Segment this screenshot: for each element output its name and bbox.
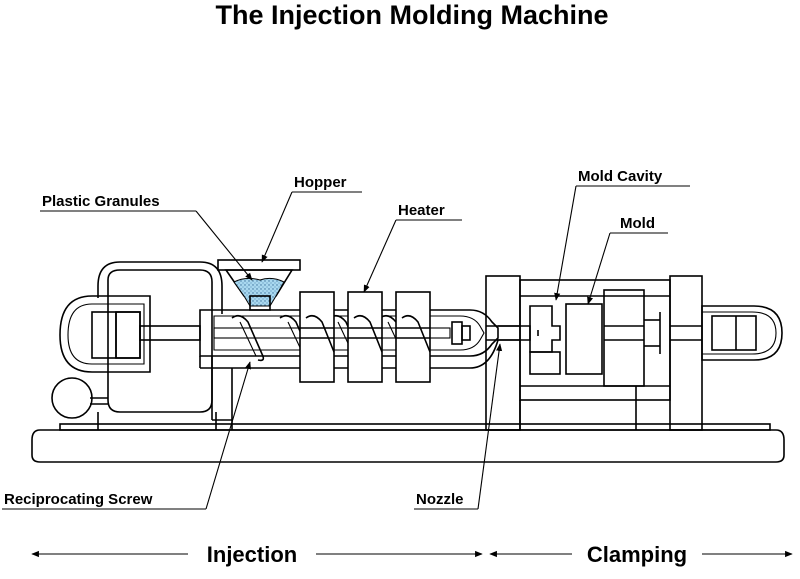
label-mold-cavity: Mold Cavity xyxy=(554,168,690,301)
label-heater: Heater xyxy=(363,202,462,293)
label-mold: Mold xyxy=(587,215,668,305)
injection-cylinder xyxy=(59,295,201,373)
plastic-granules xyxy=(233,277,285,307)
label-hopper: Hopper xyxy=(261,174,362,263)
diagram-title: The Injection Molding Machine xyxy=(215,0,608,30)
hopper xyxy=(217,259,301,311)
reciprocating-screw-label: Reciprocating Screw xyxy=(4,491,153,508)
plastic-granules-label: Plastic Granules xyxy=(42,193,160,210)
clamping-unit xyxy=(485,275,783,431)
drive-frame xyxy=(51,261,223,430)
clamping-span: Clamping xyxy=(489,542,793,567)
injection-span: Injection xyxy=(31,542,483,567)
heater-label: Heater xyxy=(398,202,445,219)
label-plastic-granules: Plastic Granules xyxy=(40,193,253,281)
injection-label: Injection xyxy=(207,542,297,567)
label-reciprocating-screw: Reciprocating Screw xyxy=(2,361,251,510)
nozzle-label: Nozzle xyxy=(416,491,464,508)
clamping-label: Clamping xyxy=(587,542,687,567)
machine-base xyxy=(31,423,785,463)
label-nozzle: Nozzle xyxy=(414,343,503,510)
hopper-label: Hopper xyxy=(294,174,347,191)
mold-label: Mold xyxy=(620,215,655,232)
heater-bands xyxy=(299,291,431,383)
mold-cavity-label: Mold Cavity xyxy=(578,168,663,185)
